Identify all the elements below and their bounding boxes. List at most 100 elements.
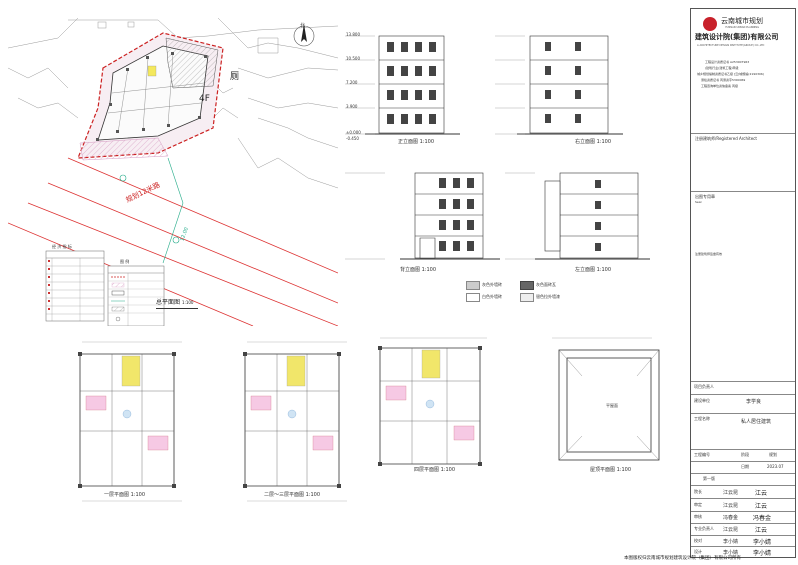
company-name-line2: 建筑设计院(集团)有限公司 (695, 33, 779, 41)
field-label: 阶段 (741, 452, 749, 457)
second-floor-title-text: 二层～三层平面图 (264, 492, 305, 498)
second-floor-plan-title: 二层～三层平面图 1:100 (264, 493, 320, 498)
fourth-floor-title-text: 四层平面图 (414, 467, 440, 473)
cert-line: 城乡规划编制资质证书乙级 [云]城规编(2190306) (697, 72, 764, 76)
indicator-table-title: 经 济 指 标 (52, 244, 72, 249)
divider (691, 381, 795, 382)
neighbor-label: 厕 (230, 72, 240, 82)
field-label: 日期 (741, 464, 749, 469)
signer-name: 江云昆 (723, 490, 739, 496)
site-plan (8, 8, 338, 326)
level-label: 7.200 (346, 80, 358, 85)
material-swatch (520, 293, 534, 302)
signature: 李小婧 (753, 539, 772, 546)
signer-name: 江云昆 (723, 527, 739, 533)
north-elevation-title: 背立面图 1:100 (400, 268, 436, 273)
divider (691, 546, 795, 547)
north-elevation-title-text: 背立面图 (400, 267, 421, 273)
divider (691, 449, 795, 450)
divider (691, 133, 795, 134)
south-elevation-title: 正立面图 1:100 (398, 140, 434, 145)
company-name: 云南城市规划 (721, 17, 763, 25)
fourth-floor-plan-title: 四层平面图 1:100 (414, 468, 455, 473)
material-label: 白色外墙砖 (482, 294, 502, 299)
north-elevation-scale: 1:100 (421, 267, 437, 273)
signer-name: 李小婧 (723, 539, 739, 545)
building-floors-label: 4F (199, 94, 210, 104)
company-logo-icon (703, 17, 717, 31)
signature: 江云 (755, 490, 768, 497)
divider (691, 461, 795, 462)
roof-title-text: 屋顶平面图 (590, 467, 616, 473)
client-name: 李学良 (746, 399, 762, 405)
divider (691, 473, 795, 474)
level-label: 3.900 (346, 104, 358, 109)
signer-name: 李小婧 (723, 550, 739, 556)
signer-role: 设计 (694, 549, 702, 554)
first-floor-scale: 1:100 (130, 492, 146, 498)
elevations (345, 35, 650, 260)
roof-text: 平屋面 (606, 403, 618, 408)
level-label: 10.500 (346, 56, 360, 61)
cert-line: 工程设计资质证书 A253007963 (705, 60, 750, 64)
west-elevation-scale: 1:100 (596, 267, 612, 273)
date-value: 2023.07 (767, 464, 784, 469)
signer-role: 专业负责人 (694, 526, 714, 531)
first-floor-title-text: 一层平面图 (104, 492, 130, 498)
seal-label: 出图专用章 (695, 194, 715, 199)
signer-role: 院长 (694, 489, 702, 494)
level-label: 13.800 (346, 32, 360, 37)
south-elevation-title-text: 正立面图 (398, 139, 419, 145)
south-elevation-scale: 1:100 (419, 139, 435, 145)
title-underline (156, 308, 198, 309)
west-elevation-title: 左立面图 1:100 (575, 268, 611, 273)
signer-name: 江云昆 (723, 503, 739, 509)
fourth-floor-scale: 1:100 (440, 467, 456, 473)
seal-sub-label: Seal (695, 200, 702, 204)
cert-line: 测绘资质证书 丙测资字5300069 (701, 78, 746, 82)
divider (691, 498, 795, 499)
divider (691, 485, 795, 486)
version-value: 第一版 (703, 476, 715, 481)
material-swatch (520, 281, 534, 290)
divider (691, 523, 795, 524)
registered-architect-label: 注册建筑师/Registered Architect (695, 136, 757, 141)
roof-scale: 1:100 (616, 467, 632, 473)
field-label: 工程编号 (694, 452, 710, 457)
field-label: 项目负责人 (694, 384, 714, 389)
site-plan-title: 总平面图 1:100 (156, 300, 193, 306)
signature: 江云 (755, 503, 768, 510)
second-floor-scale: 1:100 (305, 492, 321, 498)
legend-title: 图 例 (120, 259, 130, 264)
east-elevation-title-text: 右立面图 (575, 139, 596, 145)
project-name: 私人居住建筑 (741, 419, 772, 425)
signer-name: 冯春金 (723, 515, 739, 521)
architect-note: 注册建筑师签章有效 (695, 252, 723, 256)
divider (691, 191, 795, 192)
signer-role: 校对 (694, 538, 702, 543)
material-label: 灰色面砖瓦 (536, 282, 556, 287)
company-name-en2: A ARCHITECTURE DESIGN INSTITUTE(GROUP) C… (697, 44, 765, 47)
signature: 冯春金 (753, 515, 772, 522)
level-label: ±0.000 (346, 130, 361, 135)
material-label: 灰色外墙砖 (482, 282, 502, 287)
divider (691, 413, 795, 414)
west-elevation-title-text: 左立面图 (575, 267, 596, 273)
title-block: 云南城市规划 YUNNAN URBAN PLANNING 建筑设计院(集团)有限… (690, 8, 796, 558)
cert-line: 工程咨询单位资信备案 丙级 (701, 84, 738, 88)
site-plan-scale: 1:100 (181, 300, 194, 305)
field-label: 建设单位 (694, 398, 710, 403)
copyright-footer: 本图版权归云南城市规划建筑设计院（集团）有限公司所有 (624, 556, 741, 561)
material-swatch (466, 293, 480, 302)
signature: 江云 (755, 527, 768, 534)
field-label: 工程名称 (694, 416, 710, 421)
divider (691, 511, 795, 512)
site-plan-title-text: 总平面图 (156, 299, 181, 306)
signer-role: 审核 (694, 514, 702, 519)
stage-value: 规划 (769, 452, 777, 457)
floor-plans (78, 337, 660, 502)
divider (691, 394, 795, 395)
roof-plan-title: 屋顶平面图 1:100 (590, 468, 631, 473)
level-label: -0.450 (346, 136, 359, 141)
